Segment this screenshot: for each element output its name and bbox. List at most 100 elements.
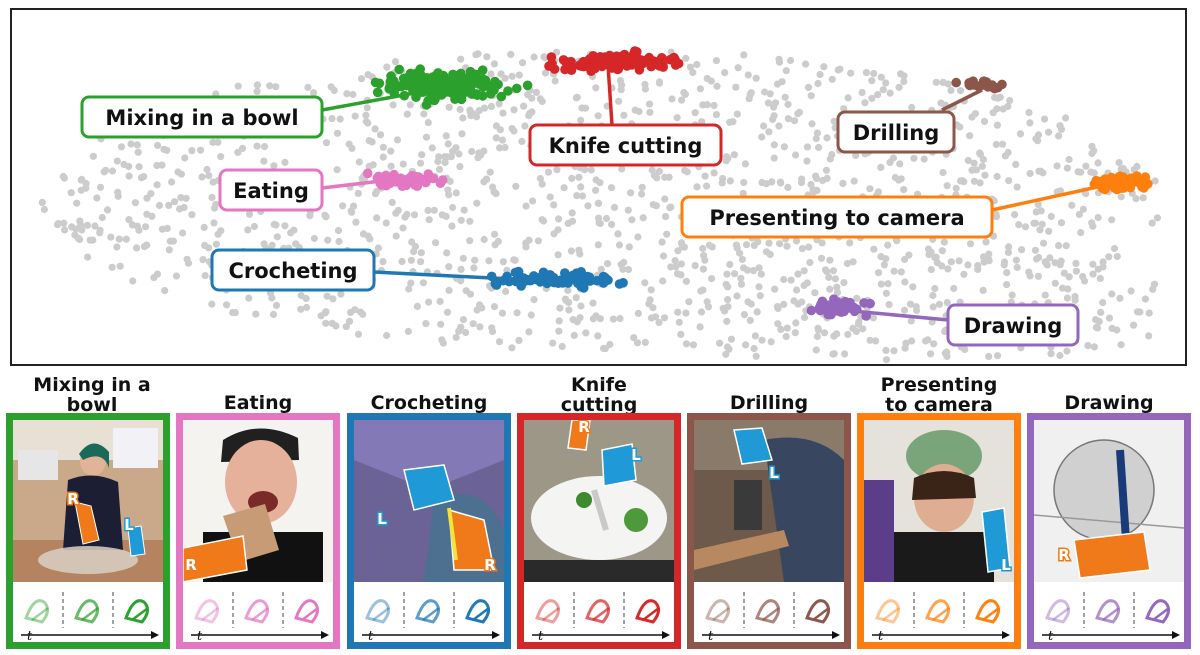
background-point (1005, 177, 1013, 185)
photo-presenting: L (864, 420, 1014, 582)
background-point (733, 292, 741, 300)
background-point (755, 264, 763, 272)
background-point (1113, 252, 1121, 261)
background-point (372, 190, 380, 198)
timeline-mixing: t (21, 592, 159, 642)
background-point (114, 188, 122, 196)
hand-pose-glyph (542, 607, 560, 621)
background-point (127, 140, 135, 148)
background-point (830, 350, 838, 358)
background-point (727, 335, 736, 343)
background-point (1062, 242, 1070, 250)
background-point (825, 273, 833, 281)
background-point (199, 256, 207, 264)
background-point (555, 317, 563, 325)
background-point (830, 332, 838, 340)
background-point (697, 308, 706, 316)
background-point (882, 289, 891, 297)
background-point (1079, 205, 1087, 213)
background-point (40, 205, 48, 214)
background-point (554, 251, 562, 259)
hand-label-knife: R (578, 420, 590, 436)
cluster-point-mixing (522, 80, 533, 91)
background-point (758, 133, 766, 141)
background-point (1077, 229, 1085, 237)
cluster-point-knife (566, 65, 577, 75)
background-point (1056, 187, 1064, 195)
background-point (933, 259, 941, 267)
cluster-point-drilling (997, 79, 1007, 90)
background-point (713, 82, 721, 90)
background-point (490, 230, 499, 238)
timeline-eating: t (191, 592, 329, 642)
background-point (653, 174, 661, 182)
background-point (554, 226, 562, 234)
background-point (457, 55, 465, 63)
photo-presenting-image: L (864, 420, 1014, 582)
background-point (791, 329, 799, 337)
background-point (826, 256, 834, 264)
background-point (910, 154, 918, 162)
background-point (749, 267, 758, 275)
background-point (976, 179, 984, 187)
background-point (103, 206, 112, 214)
background-point (406, 101, 414, 109)
background-point (577, 302, 585, 310)
background-point (174, 168, 182, 176)
hand-pose-glyph (74, 599, 99, 624)
background-point (1075, 210, 1083, 219)
background-point (1084, 342, 1092, 350)
background-point (260, 157, 268, 165)
photo-eating-image: R (183, 420, 333, 582)
background-point (549, 339, 557, 347)
background-point (708, 243, 716, 251)
background-point (287, 229, 295, 237)
background-point (1117, 341, 1125, 349)
background-point (861, 99, 869, 107)
background-point (661, 173, 669, 181)
background-point (740, 311, 749, 319)
background-point (568, 209, 576, 217)
background-point (798, 245, 807, 253)
background-point (179, 229, 187, 237)
background-point (957, 87, 965, 95)
background-point (964, 156, 972, 165)
background-point (1089, 222, 1097, 230)
background-point (922, 337, 930, 345)
background-point (1040, 115, 1049, 123)
background-point (961, 345, 969, 354)
background-point (115, 235, 123, 243)
background-point (181, 154, 189, 162)
background-point (798, 175, 806, 183)
background-point (823, 174, 831, 182)
cluster-point-mixing (398, 73, 409, 84)
timeline-arrow-icon (832, 631, 840, 639)
background-point (462, 287, 470, 295)
background-point (905, 251, 913, 259)
background-point (947, 86, 955, 94)
background-point (161, 287, 169, 295)
background-point (868, 94, 876, 102)
background-point (1064, 285, 1072, 293)
background-point (163, 224, 171, 232)
background-point (245, 294, 253, 302)
timeline-arrow-icon (662, 631, 670, 639)
cluster-point-crocheting (618, 278, 628, 288)
background-point (766, 90, 774, 98)
background-point (1105, 253, 1113, 261)
background-point (816, 70, 824, 79)
background-point (584, 202, 592, 210)
background-point (635, 107, 643, 116)
background-point (403, 110, 411, 118)
background-point (575, 173, 583, 181)
photo-drilling: L (694, 420, 844, 582)
background-point (520, 102, 528, 110)
background-point (352, 218, 360, 226)
background-point (496, 144, 504, 152)
cluster-point-knife (574, 60, 585, 71)
background-point (691, 109, 699, 117)
cluster-point-drawing (817, 296, 828, 307)
caption-line: Mixing in a (33, 374, 151, 396)
background-point (976, 150, 985, 158)
background-point (1056, 351, 1064, 360)
